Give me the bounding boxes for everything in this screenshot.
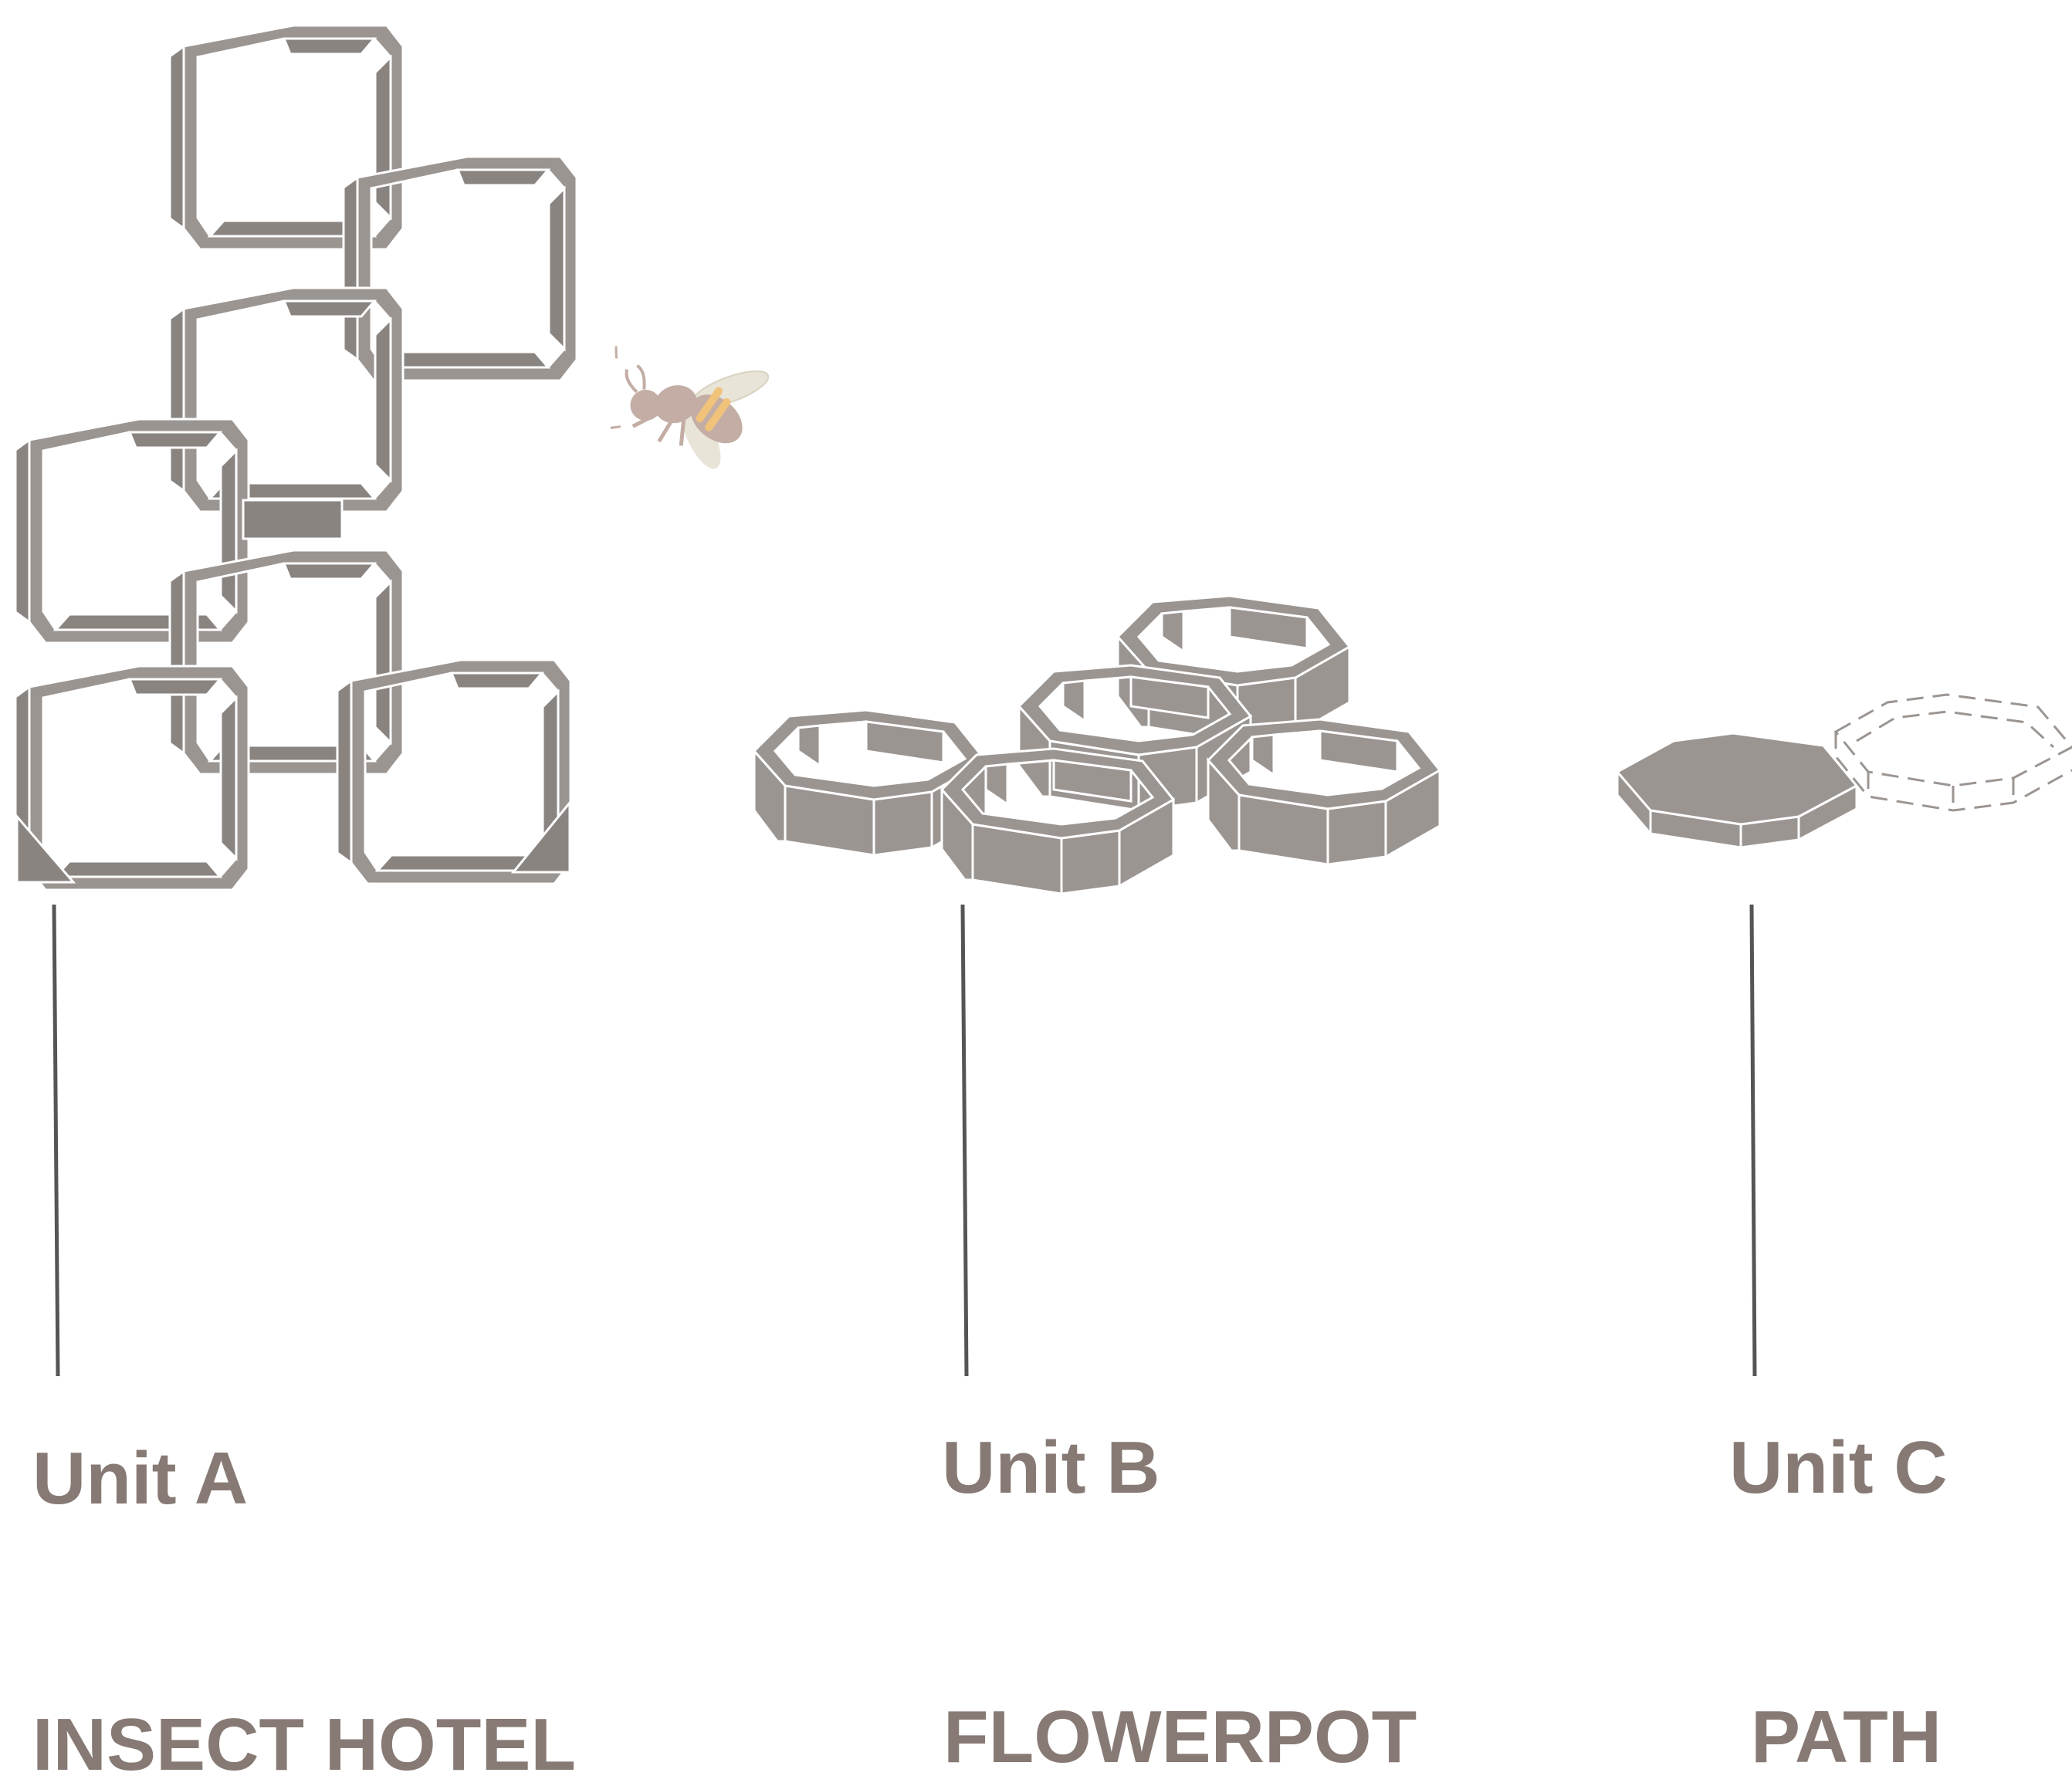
bee-icon bbox=[610, 346, 770, 469]
unit-b-caption: FLOWERPOT bbox=[943, 1696, 1417, 1778]
hotel-corner-right bbox=[510, 799, 571, 874]
path-modules bbox=[1615, 693, 2072, 849]
flowerpot-modules bbox=[753, 594, 1441, 895]
unit-a-caption: INSECT HOTEL bbox=[32, 1703, 577, 1786]
leader-line-unit-c bbox=[1749, 904, 1757, 1377]
hotel-connector-block bbox=[242, 499, 344, 540]
flowerpot-right bbox=[1207, 718, 1441, 866]
unit-c-label: Unit C bbox=[1729, 1426, 1948, 1509]
hotel-corner-left bbox=[15, 813, 76, 884]
flowerpot-front bbox=[940, 747, 1175, 895]
leader-line-unit-a bbox=[52, 904, 60, 1377]
leader-line-unit-b bbox=[960, 904, 969, 1377]
hotel-cell-middle-lower bbox=[168, 549, 405, 776]
insect-hotel-modules bbox=[14, 24, 578, 891]
unit-c-caption: PATH bbox=[1751, 1696, 1942, 1778]
hotel-cell-left-upper bbox=[14, 418, 250, 644]
unit-a-label: Unit A bbox=[32, 1437, 249, 1520]
unit-b-label: Unit B bbox=[942, 1426, 1160, 1509]
path-stone-outline-next bbox=[1833, 693, 2072, 812]
path-stone-top bbox=[1615, 732, 1859, 826]
